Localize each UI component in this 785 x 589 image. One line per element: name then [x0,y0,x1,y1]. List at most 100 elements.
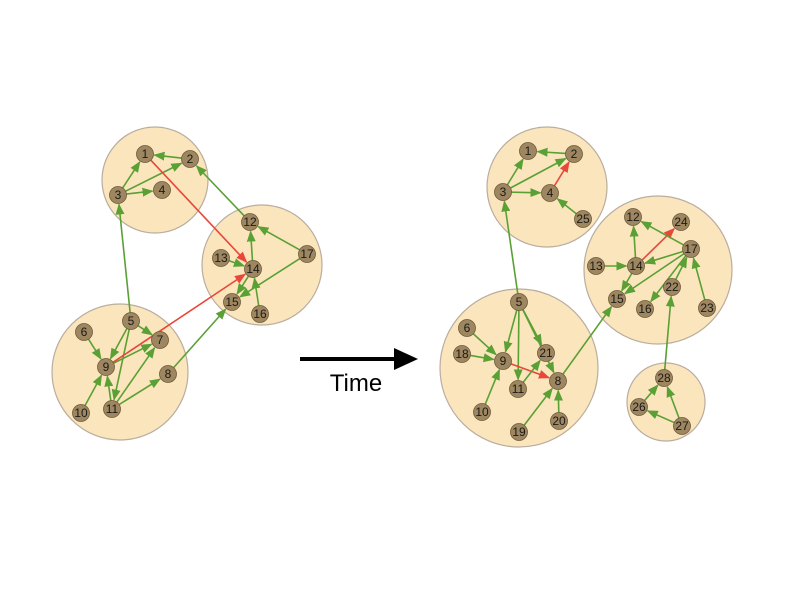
after-node-circle-2 [565,145,583,163]
after-node-14: 14 [627,257,645,275]
after-node-label-4: 4 [547,186,554,200]
after-node-circle-26 [630,398,648,416]
after-cluster-right [583,195,733,345]
before-edge-12-to-2 [195,165,245,217]
after-node-label-25: 25 [576,212,590,226]
before-node-circle-4 [153,181,171,199]
after-edge-14-to-15 [621,272,633,292]
after-node-26: 26 [630,398,648,416]
after-node-13: 13 [587,257,605,275]
before-edge-11-to-8 [118,378,161,406]
after-edge-9-to-8 [510,363,551,379]
after-node-circle-17 [682,240,700,258]
after-node-circle-19 [510,423,528,441]
after-node-label-14: 14 [629,259,643,273]
before-edge-11-to-9 [104,375,114,401]
after-node-circle-18 [453,345,471,363]
before-node-circle-1 [136,145,154,163]
after-edge-19-to-8 [523,387,553,426]
before-edge-17-to-12 [257,225,300,251]
after-edge-25-to-4 [556,198,577,215]
before-node-13: 13 [212,249,230,267]
after-node-4: 4 [541,184,559,202]
after-edge-3-to-4 [511,188,542,198]
before-edge-13-to-14 [228,258,246,267]
after-node-label-20: 20 [552,414,566,428]
after-node-circle-1 [519,142,537,160]
after-node-22: 22 [663,278,681,296]
before-edge-3-to-4 [126,187,154,197]
before-edge-6-to-9 [87,338,102,360]
after-node-2: 2 [565,145,583,163]
after-node-27: 27 [673,417,691,435]
after-edge-4-to-2 [553,161,570,187]
before-node-label-16: 16 [253,307,267,321]
before-node-label-7: 7 [157,333,164,347]
after-node-label-15: 15 [610,292,624,306]
before-node-14: 14 [244,260,262,278]
after-node-circle-6 [458,319,476,337]
before-node-8: 8 [159,365,177,383]
before-edge-5-to-7 [137,324,153,336]
after-edge-8-to-15 [562,305,613,375]
before-node-circle-9 [97,358,115,376]
before-node-label-2: 2 [187,152,194,166]
after-node-label-28: 28 [657,371,671,385]
after-node-label-2: 2 [571,147,578,161]
before-node-label-1: 1 [142,147,149,161]
after-node-label-19: 19 [512,425,526,439]
after-node-label-26: 26 [632,400,646,414]
before-edge-10-to-9 [84,374,103,406]
before-node-circle-12 [241,213,259,231]
before-node-4: 4 [153,181,171,199]
after-node-label-10: 10 [475,405,489,419]
before-node-circle-3 [109,186,127,204]
before-node-label-13: 13 [214,251,228,265]
before-edge-5-to-3 [115,203,131,313]
after-node-25: 25 [574,210,592,228]
before-node-label-12: 12 [243,215,257,229]
before-node-circle-2 [181,150,199,168]
after-edge-3-to-1 [506,158,524,186]
after-node-label-24: 24 [674,215,688,229]
after-node-label-8: 8 [555,374,562,388]
after-node-6: 6 [458,319,476,337]
after-node-5: 5 [510,293,528,311]
after-edge-26-to-28 [643,384,659,402]
before-edge-14-to-15 [236,275,250,295]
before-node-circle-17 [298,245,316,263]
after-node-circle-28 [655,369,673,387]
before-edge-16-to-14 [251,277,261,306]
after-edge-17-to-14 [644,250,684,265]
after-edge-14-to-24 [641,227,676,261]
before-node-10: 10 [72,404,90,422]
before-edge-11-to-7 [116,346,156,403]
before-cluster-top [101,126,209,234]
before-node-9: 9 [97,358,115,376]
after-node-circle-3 [494,183,512,201]
before-node-label-11: 11 [106,402,119,416]
before-node-2: 2 [181,150,199,168]
after-node-label-11: 11 [512,382,525,396]
after-edge-17-to-15 [623,253,685,295]
after-node-label-17: 17 [684,242,698,256]
after-edge-11-to-21 [522,359,541,383]
after-edge-5-to-9 [503,309,518,353]
before-node-5: 5 [122,312,140,330]
after-node-circle-25 [574,210,592,228]
before-edge-2-to-1 [153,151,182,161]
before-node-label-4: 4 [159,183,166,197]
after-node-label-18: 18 [455,347,469,361]
after-node-17: 17 [682,240,700,258]
before-node-circle-8 [159,365,177,383]
before-node-label-9: 9 [103,360,110,374]
time-arrow-head [394,348,418,370]
before-node-16: 16 [251,305,269,323]
before-node-circle-5 [122,312,140,330]
before-edge-17-to-15 [239,257,301,298]
after-edge-14-to-12 [629,225,639,258]
before-node-circle-14 [244,260,262,278]
